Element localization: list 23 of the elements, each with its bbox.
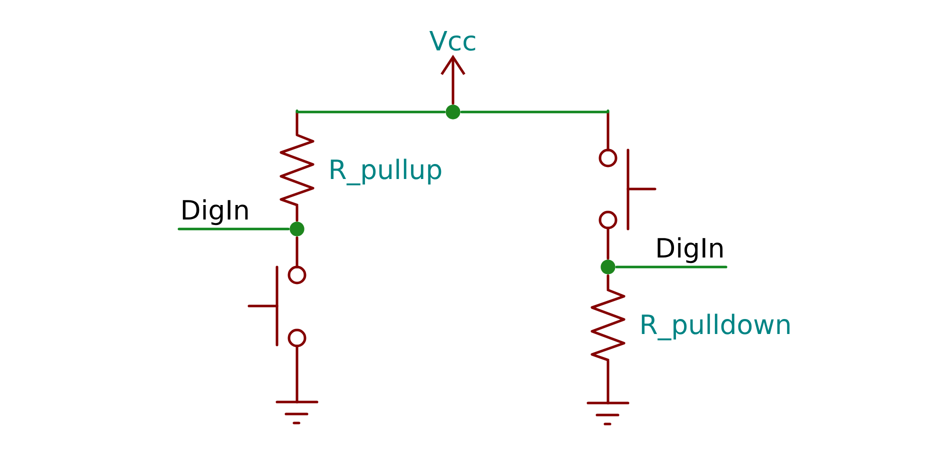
net-label: DigIn [658, 237, 722, 264]
push-switch-symbol [248, 266, 306, 348]
wire [296, 205, 298, 222]
wire [296, 236, 298, 267]
wire [296, 109, 446, 114]
wire [606, 360, 610, 404]
ground-symbol [276, 400, 318, 424]
junction-dot [446, 104, 460, 120]
wire [615, 266, 728, 268]
push-switch-symbol [598, 110, 656, 230]
ground-symbol [586, 402, 630, 426]
component-label: R_pulldown [642, 314, 790, 340]
junction-dot [600, 260, 616, 274]
wire [460, 109, 610, 114]
component-label: R_pullup [330, 158, 442, 186]
junction-dot [290, 222, 304, 236]
wire [296, 346, 298, 404]
power-arrow [440, 54, 466, 105]
wire [178, 228, 290, 230]
power-label: Vcc [429, 30, 476, 51]
wire [606, 228, 610, 260]
wire [606, 274, 610, 290]
net-label: DigIn [182, 199, 248, 226]
